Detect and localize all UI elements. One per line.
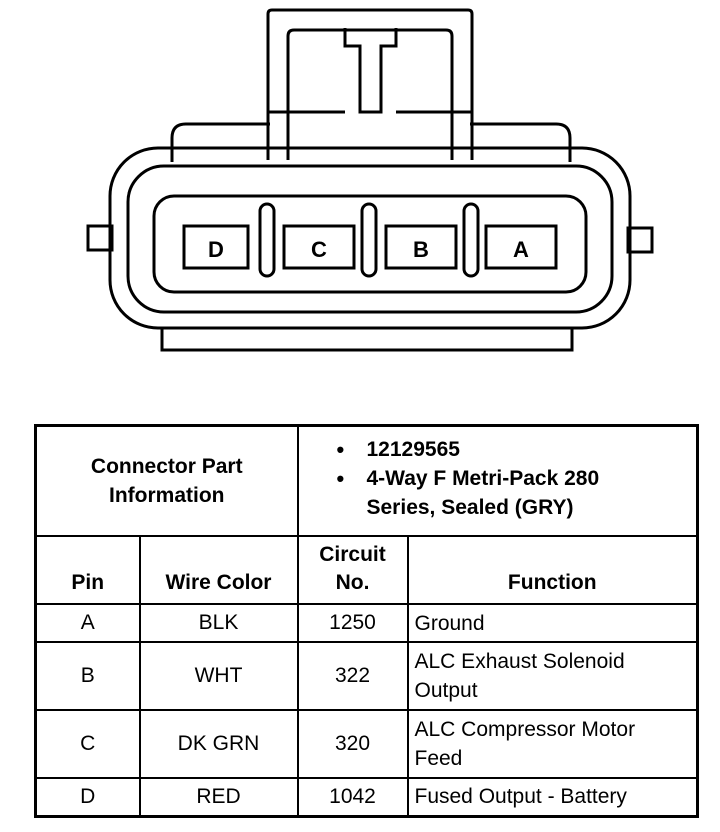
pin-label-a: A xyxy=(513,237,529,262)
part-description-line2: Series, Sealed (GRY) xyxy=(366,496,574,519)
header-function: Function xyxy=(406,535,699,605)
part-info-label-line2: Information xyxy=(109,484,225,507)
cell-wire-color: WHT xyxy=(138,641,299,711)
cell-circuit: 1042 xyxy=(296,777,409,817)
header-pin: Pin xyxy=(34,535,141,605)
header-wire-color: Wire Color xyxy=(138,535,299,605)
header-circuit: Circuit No. xyxy=(296,535,409,605)
cell-pin: C xyxy=(34,709,141,779)
pin-cavity-a xyxy=(484,224,558,270)
part-info-label-line1: Connector Part xyxy=(90,455,243,478)
connector-drawing: D C B A xyxy=(86,8,654,352)
cell-circuit: 320 xyxy=(296,709,409,779)
cell-wire-color: BLK xyxy=(138,603,299,643)
table-row: A BLK 1250 Ground xyxy=(34,603,699,643)
pin-cavity-b xyxy=(384,224,458,270)
cell-function-line1: ALC Exhaust Solenoid xyxy=(414,650,625,673)
cell-pin: A xyxy=(34,603,141,643)
cavity-separator xyxy=(258,202,276,278)
header-circuit-line2: No. xyxy=(335,571,370,594)
pin-cavity-c xyxy=(282,224,356,270)
header-circuit-line1: Circuit xyxy=(319,543,386,566)
connector-latch-outline xyxy=(266,8,474,160)
pin-label-b: B xyxy=(413,237,429,262)
cavity-separator xyxy=(462,202,480,278)
connector-face xyxy=(152,194,588,294)
pin-label-c: C xyxy=(311,237,327,262)
part-description-line1: 4-Way F Metri-Pack 280 xyxy=(366,467,600,490)
cell-function-line2: Output xyxy=(414,679,478,702)
cell-circuit: 1250 xyxy=(296,603,409,643)
cell-function-line1: Fused Output - Battery xyxy=(414,785,627,809)
cell-pin: D xyxy=(34,777,141,817)
cell-function: Fused Output - Battery xyxy=(406,777,699,817)
connector-housing-outer xyxy=(108,146,632,330)
cell-wire-color: RED xyxy=(138,777,299,817)
table-row: D RED 1042 Fused Output - Battery xyxy=(34,777,699,817)
cavity-separator xyxy=(360,202,378,278)
connector-ear-right xyxy=(626,226,654,254)
connector-skirt xyxy=(160,328,574,352)
cell-function-line1: Ground xyxy=(414,611,485,635)
header-row: Pin Wire Color Circuit No. Function xyxy=(34,535,699,605)
cell-function-line2: Feed xyxy=(414,747,463,770)
connector-shoulder xyxy=(170,122,572,162)
cell-function-line1: ALC Compressor Motor xyxy=(414,718,636,741)
cell-wire-color: DK GRN xyxy=(138,709,299,779)
connector-diagram: D C B A xyxy=(0,0,720,380)
pin-label-d: D xyxy=(208,237,224,262)
connector-latch-inner xyxy=(286,28,454,160)
cell-circuit: 322 xyxy=(296,641,409,711)
cell-pin: B xyxy=(34,641,141,711)
connector-info-table: Connector Part Information 12129565 4-Wa… xyxy=(34,424,699,818)
part-info-row: Connector Part Information 12129565 4-Wa… xyxy=(34,424,699,537)
connector-lock-tee xyxy=(343,28,398,114)
connector-ear-left xyxy=(86,224,114,252)
part-number: 12129565 xyxy=(337,435,697,464)
connector-housing-inner xyxy=(126,164,614,314)
part-info-label: Connector Part Information xyxy=(34,424,299,537)
pin-cavity-d xyxy=(182,224,250,270)
cell-function: Ground xyxy=(406,603,699,643)
